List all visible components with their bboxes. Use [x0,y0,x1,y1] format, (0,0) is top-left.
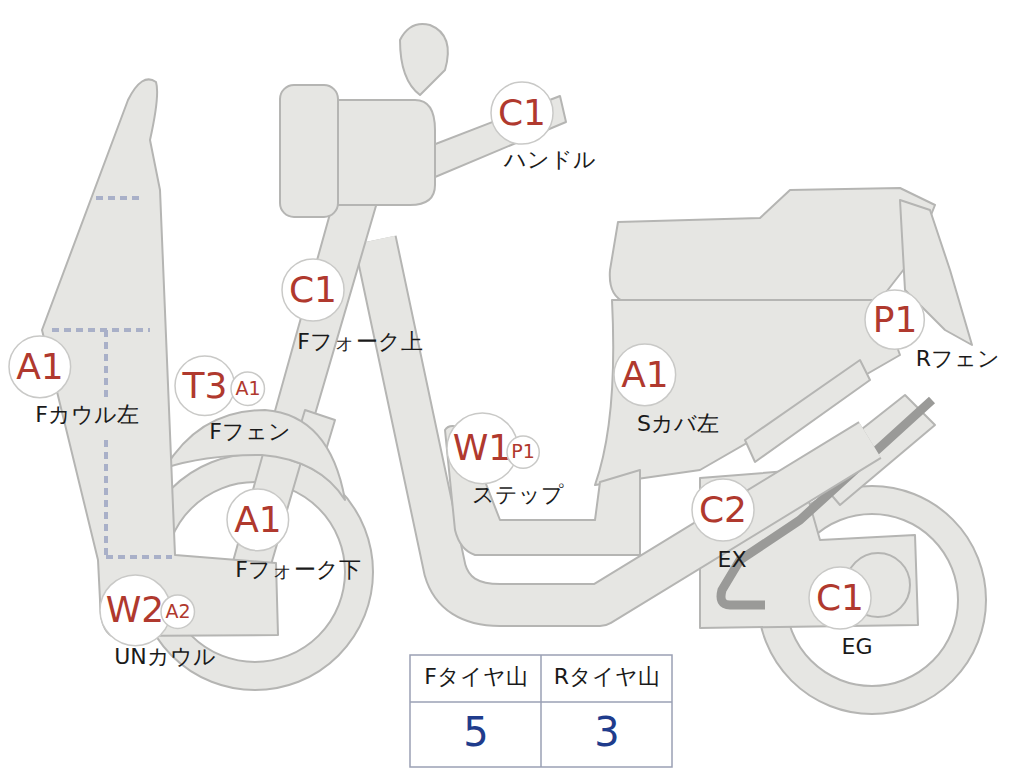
callout-circle: C1 [808,566,872,630]
table-cell: 3 [594,710,619,754]
part-name: ハンドル [504,148,596,172]
damage-code: A1 [16,349,64,385]
division-line [104,440,108,557]
front-fender [165,410,345,500]
division-line [52,328,150,332]
headlight [280,85,338,217]
step-board [445,426,640,555]
circle-shape [9,336,71,398]
circle-shape [692,479,754,541]
front-cowl [42,79,278,636]
part-name: UNカウル [114,645,216,669]
damage-code: C1 [498,95,546,131]
circle-shape [491,82,553,144]
seat [610,188,935,302]
part-name: Fフォーク上 [297,330,423,354]
damage-code: T3 [183,368,228,404]
front-fork [232,160,385,575]
callout-circle: A1 [8,335,72,399]
table-cell: Fタイヤ山 [424,665,528,689]
division-line [104,330,108,398]
callout-circle: C1 [490,81,554,145]
floor-frame-fill [375,240,870,605]
part-name: EX [718,548,747,572]
table-border [410,655,672,767]
table-rule [540,655,542,767]
callout-circle: A1 [613,343,677,407]
circle-shape [282,259,344,321]
circle-shape [100,575,171,646]
damage-code: W2 [106,592,165,628]
circle-shape [809,567,871,629]
part-name: Fカウル左 [35,403,139,427]
circle-shape [865,290,924,349]
tyre-table [410,655,672,767]
callout-circle: P1 [864,289,925,350]
callout-circle: T3 [174,355,236,417]
circle-shape [231,372,264,405]
damage-code: W1 [453,430,512,466]
division-line [106,555,172,559]
table-cell: 5 [463,710,488,754]
callout-circle: P1 [506,435,540,469]
callout-circle: C1 [281,258,345,322]
division-line [96,196,142,200]
damage-code: A1 [235,379,260,398]
mirror [400,24,448,95]
circle-shape [175,356,235,416]
circle-shape [614,344,676,406]
part-name: Fフェン [209,420,291,444]
callout-circle: A1 [226,488,290,552]
callout-circle: C2 [691,478,755,542]
circle-shape [161,595,194,628]
callout-circle: W2 [99,574,172,647]
table-cell: Rタイヤ山 [554,665,660,689]
part-name: Rフェン [916,347,1000,371]
callout-circle: A1 [230,371,265,406]
panel-division [52,198,172,557]
circle-shape [227,489,289,551]
damage-code: A1 [621,357,669,393]
floor-frame [375,240,870,605]
damage-code: P1 [873,302,918,338]
circle-shape [507,436,539,468]
part-name: Fフォーク下 [235,558,361,582]
part-name: Sカバ左 [637,412,719,436]
damage-code: A2 [165,602,190,621]
damage-code: A1 [234,502,282,538]
damage-code: P1 [511,442,535,461]
damage-code: C1 [289,272,337,308]
handle-cover [330,100,435,205]
callout-circle: A2 [160,594,195,629]
damage-code: C1 [816,580,864,616]
part-name: ステップ [472,483,564,507]
part-name: EG [842,635,873,659]
damage-code: C2 [699,492,747,528]
